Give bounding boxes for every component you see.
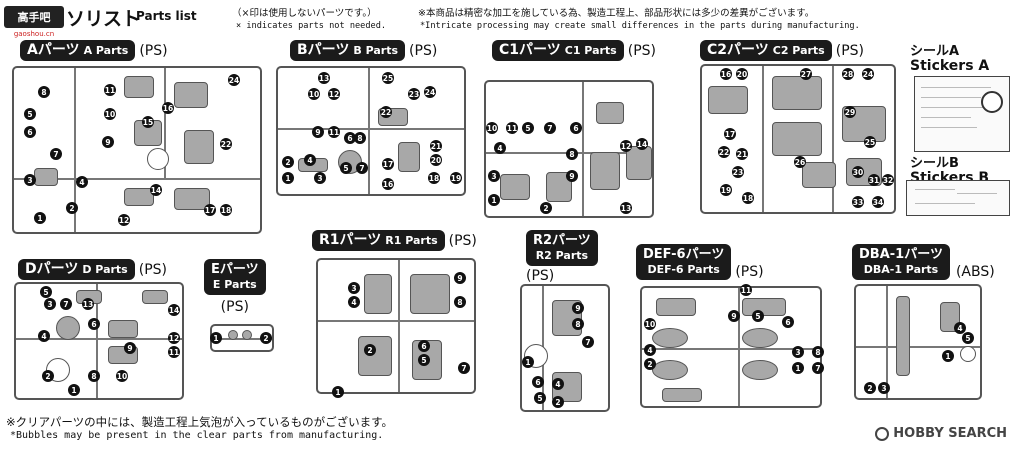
sprue-d: 5 3 7 13 14 6 4 12 11 9 2 8 1 10 (14, 282, 184, 400)
note-precision-en: *Intricate processing may create small d… (420, 21, 860, 31)
hobby-search-logo-icon (875, 426, 890, 441)
hobby-search-watermark: HOBBY SEARCH (875, 426, 1007, 441)
sprue-r2: 9 8 7 6 4 5 2 1 (520, 284, 610, 412)
sprue-dba1: 4 5 1 2 3 (854, 284, 982, 400)
sprue-c2: 16 20 27 28 24 17 22 21 29 25 23 26 19 1… (700, 64, 896, 214)
note-precision-jp: ※本商品は精密な加工を施している為、製造工程上、部品形状には多少の差異がございま… (418, 8, 815, 19)
sprue-c1: 10 11 5 7 6 4 8 9 3 1 2 12 14 13 (484, 80, 654, 218)
page-title-en: Parts list (136, 9, 197, 23)
sprue-b: 13 10 12 25 22 23 24 9 11 6 8 2 4 5 7 1 … (276, 66, 466, 196)
footer-note-jp: ※クリアパーツの中には、製造工程上気泡が入っているものがございます。 (6, 415, 393, 429)
sticker-sheet-b (906, 180, 1010, 216)
site-logo: 高手吧 (4, 6, 64, 28)
footer-note-en: *Bubbles may be present in the clear par… (10, 430, 384, 441)
sprue-a: 8 5 6 7 3 1 2 11 10 9 4 16 15 22 24 14 1… (12, 66, 262, 234)
note-not-needed-jp: （×印は使用しないパーツです。） (232, 8, 377, 19)
sprue-r1: 3 4 9 8 2 6 5 7 1 (316, 258, 476, 398)
sticker-sheet-a (914, 76, 1010, 152)
site-logo-sub: gaoshou.cn (13, 30, 55, 38)
sprue-def6: 11 10 9 5 6 4 2 3 8 1 7 (640, 284, 824, 408)
note-not-needed-en: × indicates parts not needed. (236, 21, 387, 31)
sticker-a-title: シールA Stickers A (910, 44, 990, 74)
sprue-e: 1 2 (210, 324, 274, 352)
page-title: ソリスト (66, 8, 141, 30)
